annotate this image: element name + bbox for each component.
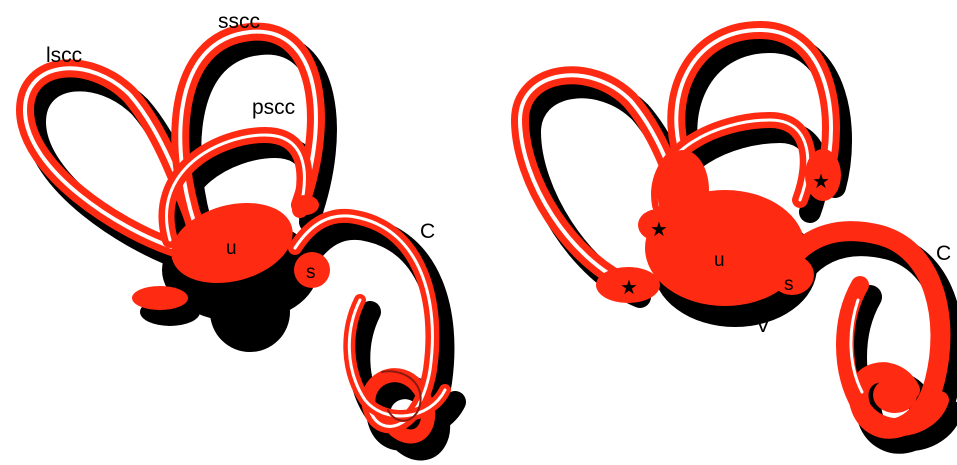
label-utricle-r: u (714, 250, 725, 271)
label-pscc: pscc (252, 96, 295, 119)
label-vestibule-r: V (756, 314, 770, 337)
label-cochlea: C (420, 220, 435, 243)
label-utricle: u (226, 238, 237, 259)
label-saccule: s (306, 262, 316, 283)
label-lscc: lscc (46, 44, 82, 67)
label-sscc: sscc (218, 10, 260, 33)
star-marker-posterior: ★ (650, 217, 668, 241)
left-inner-ear: lscc sscc pscc u s V C (25, 10, 455, 448)
star-marker-lateral: ★ (620, 275, 638, 299)
label-cochlea-r: C (936, 242, 951, 265)
right-inner-ear: u s V C ★ ★ ★ (520, 30, 951, 441)
lateral-ampulla (132, 286, 188, 310)
star-marker-superior: ★ (812, 169, 830, 193)
label-saccule-r: s (784, 274, 794, 295)
superior-ampulla (291, 195, 319, 215)
label-vestibule: V (262, 322, 276, 345)
left-structure (25, 32, 445, 437)
